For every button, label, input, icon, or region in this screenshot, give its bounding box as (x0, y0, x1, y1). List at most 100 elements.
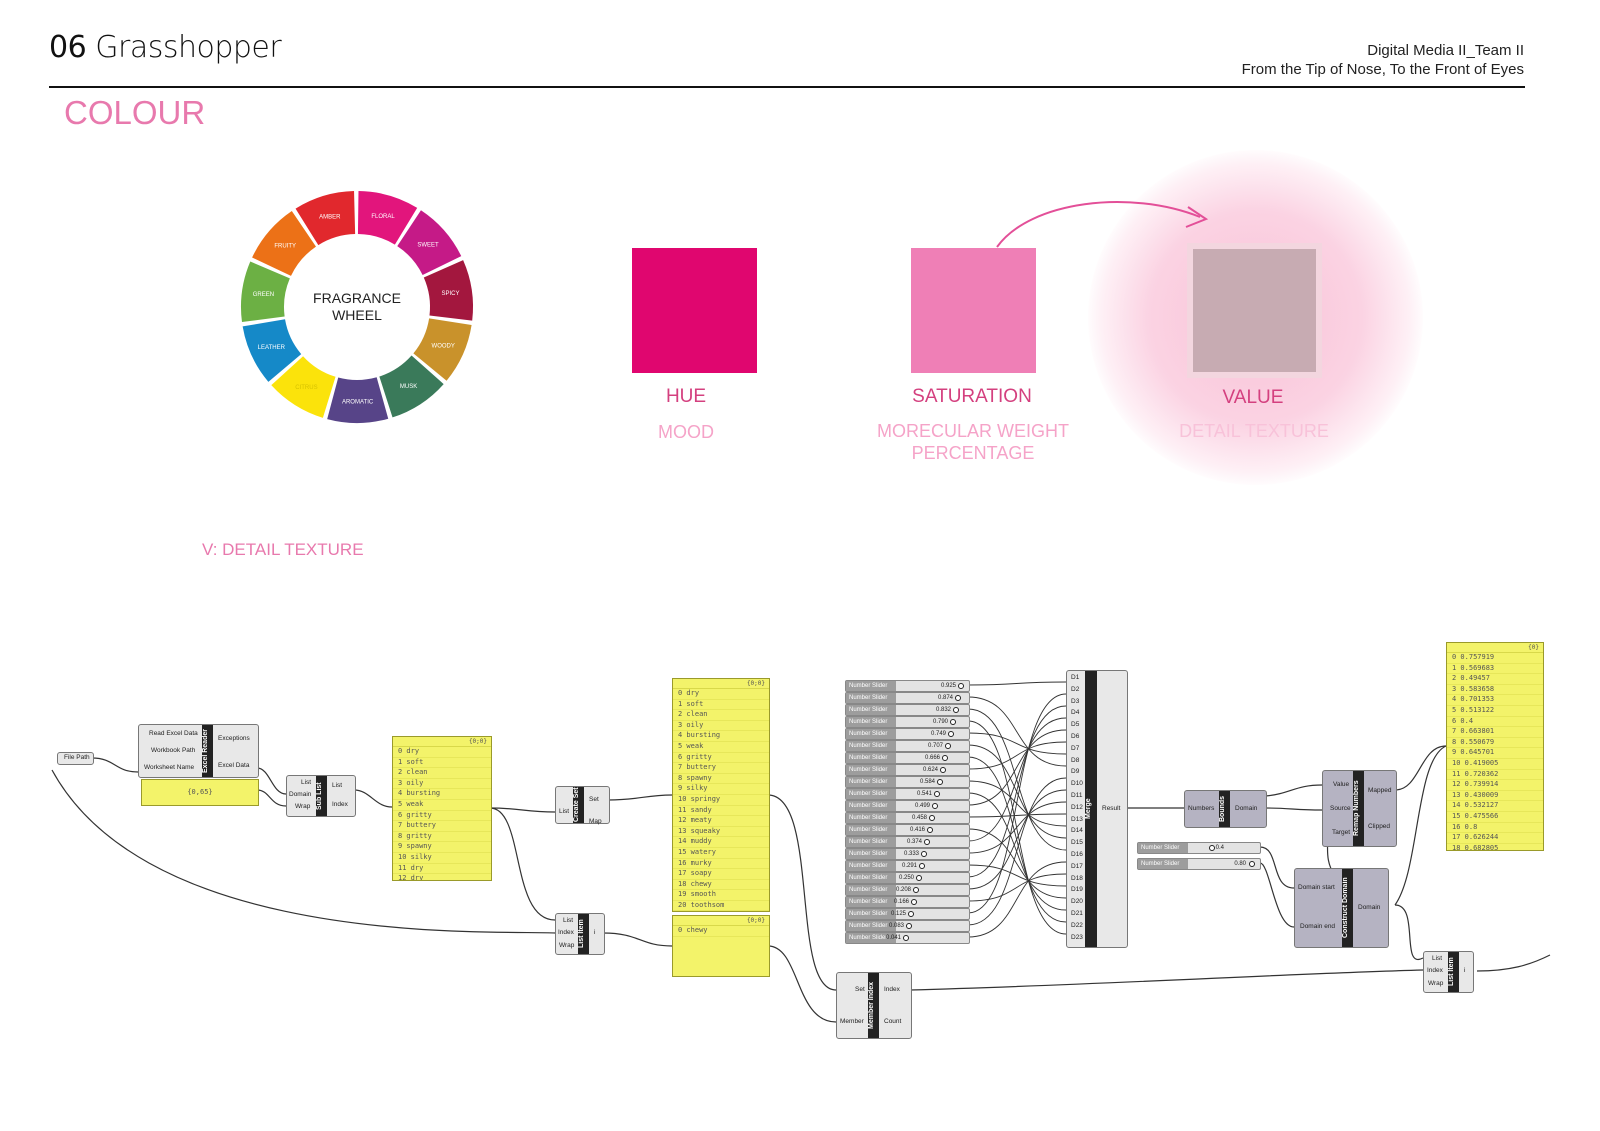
slider-knob-icon[interactable] (955, 695, 961, 701)
memberindex-in-set: Set (855, 986, 865, 993)
slider-name: Number Slider (846, 873, 896, 883)
slider-knob-icon[interactable] (903, 935, 909, 941)
create-set-component[interactable]: List Create Set Set Map (555, 786, 610, 825)
listitem2-in-wrap: Wrap (1428, 980, 1444, 987)
slider-knob-icon[interactable] (953, 707, 959, 713)
range-panel[interactable]: {0,65} (141, 779, 259, 806)
slider-knob-icon[interactable] (932, 803, 938, 809)
construct-in-end: Domain end (1300, 923, 1336, 930)
slider-knob-icon[interactable] (942, 755, 948, 761)
listitem2-title: List Item (1448, 952, 1459, 992)
panel-row: 0 0.757919 (1447, 653, 1543, 664)
panel-row: 11 dry (393, 864, 491, 875)
slider-knob-icon[interactable] (958, 683, 964, 689)
slider-knob-icon[interactable] (929, 815, 935, 821)
construct-domain-component[interactable]: Domain start Domain end Construct Domain… (1294, 868, 1389, 948)
slider-wire (967, 792, 1067, 911)
excel-reader-component[interactable]: Read Excel Data Workbook Path Worksheet … (138, 724, 259, 778)
file-path-param[interactable]: File Path (57, 752, 94, 765)
slider-knob-icon[interactable] (927, 827, 933, 833)
number-slider-min[interactable]: Number Slider 0.4 (1137, 842, 1261, 854)
wheel-label-aromatic: AROMATIC (342, 399, 374, 405)
slider-knob-icon[interactable] (911, 899, 917, 905)
remap-numbers-component[interactable]: Value Source Target Remap Numbers Mapped… (1322, 770, 1397, 847)
sublist-in-list: List (301, 779, 312, 786)
panel-row: 14 muddy (673, 837, 769, 848)
sublist-in-domain: Domain (289, 791, 312, 798)
slider-knob-icon[interactable] (1249, 861, 1255, 867)
slider-knob-icon[interactable] (908, 911, 914, 917)
slider-wire (967, 789, 1067, 890)
sublist-title: Sub List (316, 776, 327, 816)
slider-knob-icon[interactable] (916, 875, 922, 881)
slider-knob-icon[interactable] (921, 851, 927, 857)
slider-knob-icon[interactable] (945, 743, 951, 749)
list-item-component-1[interactable]: List Index Wrap List Item i (555, 913, 605, 955)
slider-knob-icon[interactable] (950, 719, 956, 725)
slider-name: Number Slider (846, 789, 896, 799)
remap-in-source: Source (1330, 805, 1351, 812)
text-panel-3[interactable]: {0;0} 0 chewy (672, 915, 770, 977)
panel-row: 6 0.4 (1447, 717, 1543, 728)
merge-input-d2: D2 (1071, 685, 1080, 693)
header-rule (49, 86, 1525, 88)
page-title: 06 Grasshopper (49, 30, 282, 65)
panel-row: 15 0.475566 (1447, 812, 1543, 823)
slider-knob-icon[interactable] (937, 779, 943, 785)
slider-knob-icon[interactable] (948, 731, 954, 737)
slider-knob-icon[interactable] (940, 767, 946, 773)
bounds-component[interactable]: Numbers Bounds Domain (1184, 790, 1267, 828)
merge-input-d11: D11 (1071, 792, 1083, 799)
slider-knob-icon[interactable] (934, 791, 940, 797)
panel-row: 13 squeaky (673, 827, 769, 838)
list-item-component-2[interactable]: List Index Wrap List Item i (1423, 951, 1474, 993)
panel-row: 8 spawny (673, 774, 769, 785)
slider-name: Number Slider (846, 729, 896, 739)
bounds-in-numbers: Numbers (1188, 805, 1215, 812)
slider-knob-icon[interactable] (913, 887, 919, 893)
slider-value: 0.208 (895, 887, 911, 893)
sub-list-component[interactable]: List Domain Wrap Sub List List Index (286, 775, 356, 817)
number-slider-max[interactable]: Number Slider 0.80 (1137, 858, 1261, 870)
slider-knob-icon[interactable] (1209, 845, 1215, 851)
merge-input-d3: D3 (1071, 697, 1080, 705)
slider-knob-icon[interactable] (906, 923, 912, 929)
panel-row: 0 dry (673, 689, 769, 700)
slider-value: 0.584 (919, 779, 935, 785)
hue-label: HUE (665, 386, 707, 407)
slider-knob-icon[interactable] (919, 863, 925, 869)
slider-knob-icon[interactable] (924, 839, 930, 845)
slider-value: 0.874 (937, 695, 953, 701)
panel-row: 3 oily (393, 779, 491, 790)
remap-out-mapped: Mapped (1368, 787, 1392, 794)
panel-row: 2 clean (673, 710, 769, 721)
sublist-in-wrap: Wrap (295, 803, 311, 810)
member-index-component[interactable]: Set Member Member Index Index Count (836, 972, 912, 1039)
